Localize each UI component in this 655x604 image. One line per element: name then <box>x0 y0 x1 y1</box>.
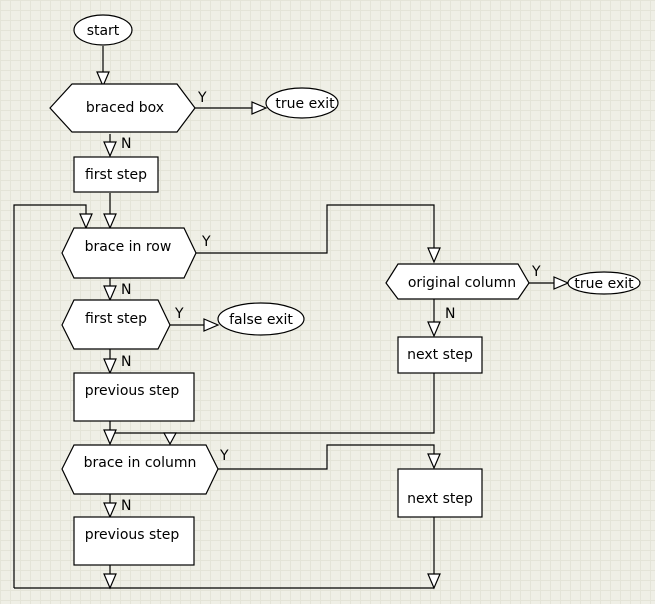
decision-shape <box>61 227 197 279</box>
yes-label: Y <box>197 90 207 106</box>
arrowhead <box>427 247 441 264</box>
node-start-label: start <box>87 23 120 39</box>
node-previous-step-2-label: previous step <box>85 527 180 543</box>
terminator-shape <box>217 302 305 336</box>
decision-shape <box>61 299 171 350</box>
node-braced-box-label: braced box <box>86 100 164 116</box>
node-false-exit-label: false exit <box>229 312 293 328</box>
no-label: N <box>445 306 455 322</box>
arrowhead <box>427 321 441 338</box>
no-label: N <box>121 282 131 298</box>
node-brace-in-row-label: brace in row <box>85 239 172 255</box>
yes-label: Y <box>531 264 541 280</box>
arrowhead <box>103 213 117 230</box>
node-brace-in-row[interactable]: brace in row <box>61 227 197 279</box>
node-original-column-label: original column <box>408 275 516 291</box>
arrowhead <box>553 276 570 290</box>
node-braced-box[interactable]: braced box <box>49 83 196 133</box>
node-start[interactable]: start <box>73 14 133 46</box>
arrowhead <box>103 358 117 375</box>
node-true-exit-1-label: true exit <box>275 96 335 112</box>
arrowheads <box>79 71 570 590</box>
process-shape <box>397 336 483 374</box>
connectors <box>13 46 554 589</box>
arrowhead <box>103 573 117 590</box>
node-next-step-2-label: next step <box>407 491 473 507</box>
arrowhead <box>103 285 117 302</box>
terminator-shape <box>265 87 339 119</box>
process-shape <box>73 156 159 193</box>
node-next-step-1-label: next step <box>407 347 473 363</box>
arrowhead <box>96 71 110 88</box>
node-first-step-1-label: first step <box>85 167 147 183</box>
decision-shape <box>61 444 219 495</box>
node-brace-in-column-label: brace in column <box>84 455 197 471</box>
arrowhead <box>103 429 117 446</box>
arrowhead <box>103 141 117 158</box>
yes-label: Y <box>174 306 184 322</box>
node-previous-step-1-label: previous step <box>85 383 180 399</box>
node-next-step-2[interactable]: next step <box>397 468 483 518</box>
process-shape <box>73 372 195 422</box>
yes-label: Y <box>219 448 229 464</box>
edge-loop-left <box>13 204 87 588</box>
branch-labels: Y N Y N Y N Y N Y N <box>121 90 541 514</box>
node-first-step-2-label: first step <box>85 311 147 327</box>
node-previous-step-2[interactable]: previous step <box>73 516 195 566</box>
arrowhead <box>251 101 268 115</box>
node-false-exit[interactable]: false exit <box>217 302 305 336</box>
decision-shape <box>385 263 530 300</box>
terminator-shape <box>73 14 133 46</box>
arrowhead <box>103 502 117 519</box>
node-brace-in-column[interactable]: brace in column <box>61 444 219 495</box>
arrowhead <box>427 453 441 470</box>
yes-label: Y <box>201 234 211 250</box>
node-true-exit-2[interactable]: true exit <box>567 271 641 295</box>
node-first-step-1[interactable]: first step <box>73 156 159 193</box>
edge-brace-col-yes <box>218 444 435 470</box>
process-shape <box>397 468 483 518</box>
node-first-step-2[interactable]: first step <box>61 299 171 350</box>
no-label: N <box>121 354 131 370</box>
node-next-step-1[interactable]: next step <box>397 336 483 374</box>
node-true-exit-1[interactable]: true exit <box>265 87 339 119</box>
arrowhead <box>203 318 220 332</box>
node-previous-step-1[interactable]: previous step <box>73 372 195 422</box>
arrowhead <box>79 213 93 230</box>
no-label: N <box>121 136 131 152</box>
terminator-shape <box>567 271 641 295</box>
no-label: N <box>121 498 131 514</box>
arrowhead <box>162 432 178 446</box>
decision-shape <box>49 83 196 133</box>
edge-next-step-merge <box>110 373 435 434</box>
node-original-column[interactable]: original column <box>385 263 530 300</box>
node-true-exit-2-label: true exit <box>574 276 634 292</box>
arrowhead <box>427 573 441 590</box>
edge-brace-row-yes <box>196 204 435 254</box>
process-shape <box>73 516 195 566</box>
